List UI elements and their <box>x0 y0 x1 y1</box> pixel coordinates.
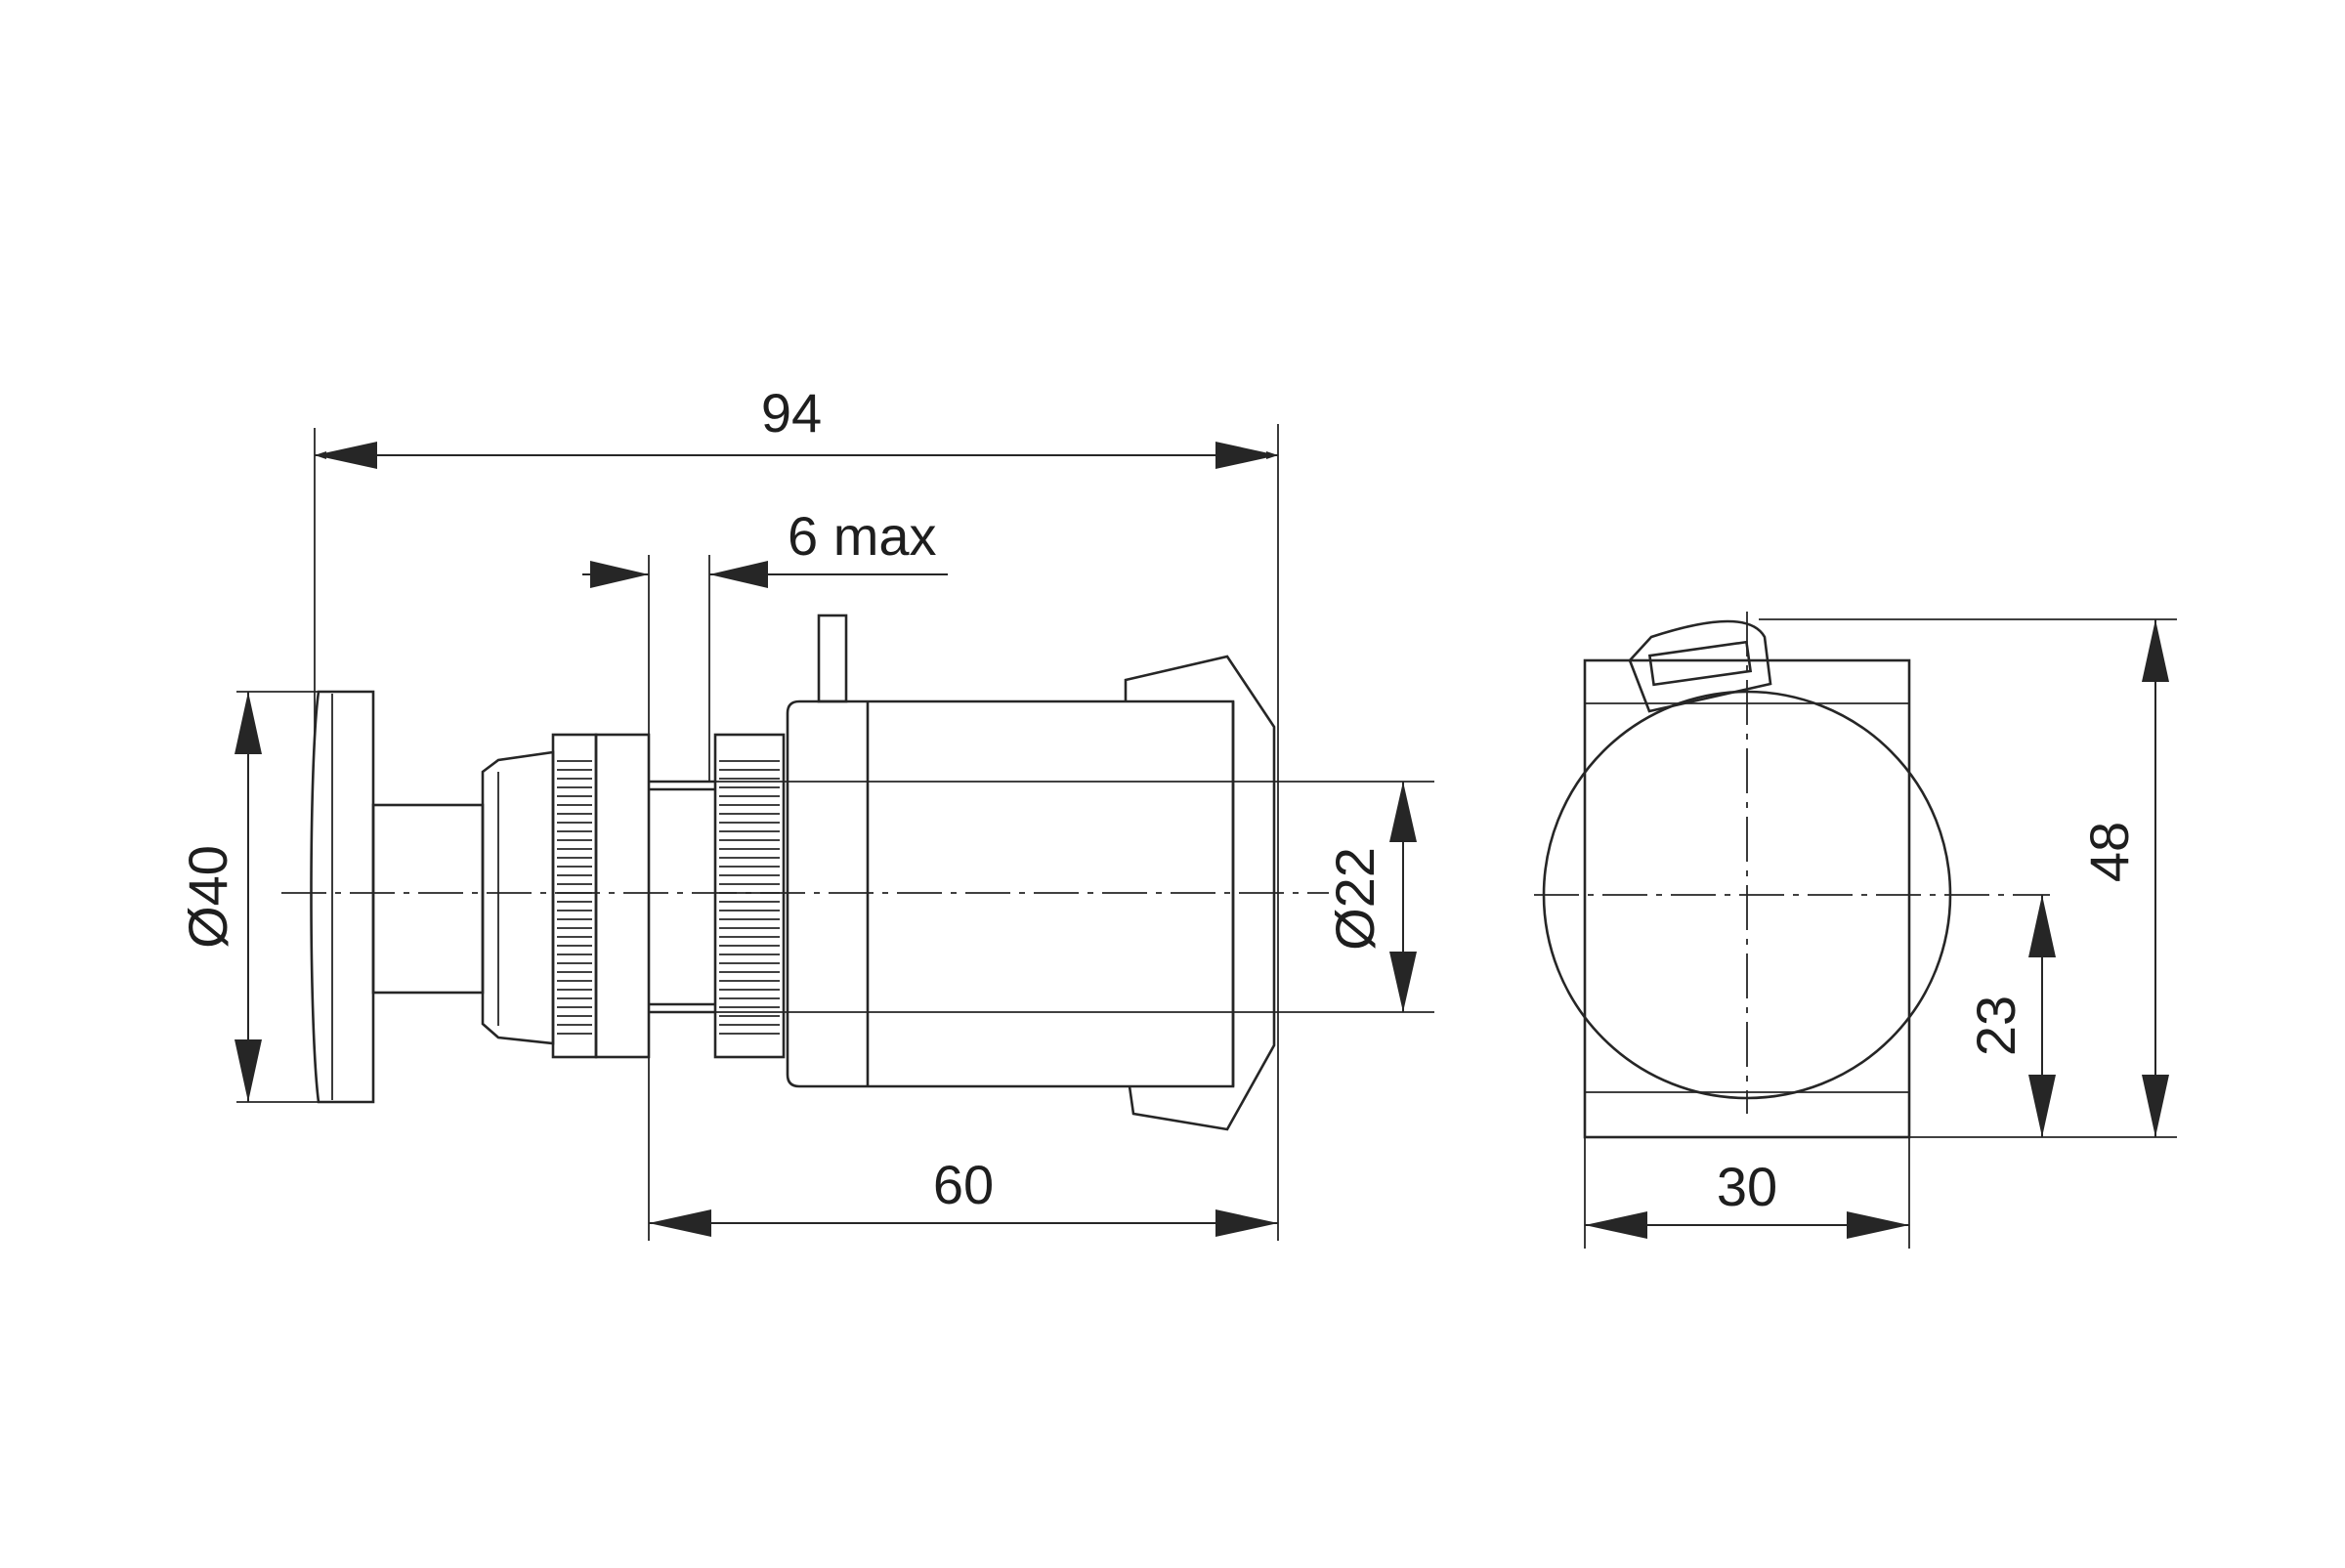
knurled-ring-rear <box>713 733 786 1059</box>
dim-60: 60 <box>649 1154 1278 1237</box>
side-latch <box>1628 619 1772 713</box>
dim-d40-label: Ø40 <box>177 845 238 949</box>
dim-48-label: 48 <box>2078 822 2140 882</box>
dim-23-label: 23 <box>1965 996 2026 1056</box>
stem <box>371 803 485 995</box>
dim-23: 23 <box>1965 895 2056 1137</box>
dim-48: 48 <box>2078 619 2169 1137</box>
side-view <box>1534 612 2177 1249</box>
front-view <box>236 424 1434 1241</box>
dim-30: 30 <box>1585 1156 1909 1239</box>
dim-94: 94 <box>315 382 1278 469</box>
bezel <box>481 750 555 1045</box>
latch-tab <box>817 614 848 703</box>
dim-94-label: 94 <box>761 382 822 444</box>
dim-6max-label: 6 max <box>788 505 937 567</box>
dim-60-label: 60 <box>933 1154 994 1215</box>
side-housing <box>1583 658 1911 1139</box>
contact-block-body <box>786 699 1235 1088</box>
knurled-ring-front <box>551 733 651 1059</box>
mushroom-head <box>310 690 375 1104</box>
dimensions: 94 6 max Ø40 Ø22 60 <box>177 382 2169 1239</box>
clamp-bracket <box>1124 655 1276 1131</box>
threaded-sleeve <box>649 780 715 1014</box>
dim-30-label: 30 <box>1717 1156 1777 1217</box>
dim-d22: Ø22 <box>1324 782 1417 1012</box>
dim-d40: Ø40 <box>177 692 262 1102</box>
dim-d22-label: Ø22 <box>1324 847 1386 951</box>
dim-6max: 6 max <box>582 505 948 588</box>
